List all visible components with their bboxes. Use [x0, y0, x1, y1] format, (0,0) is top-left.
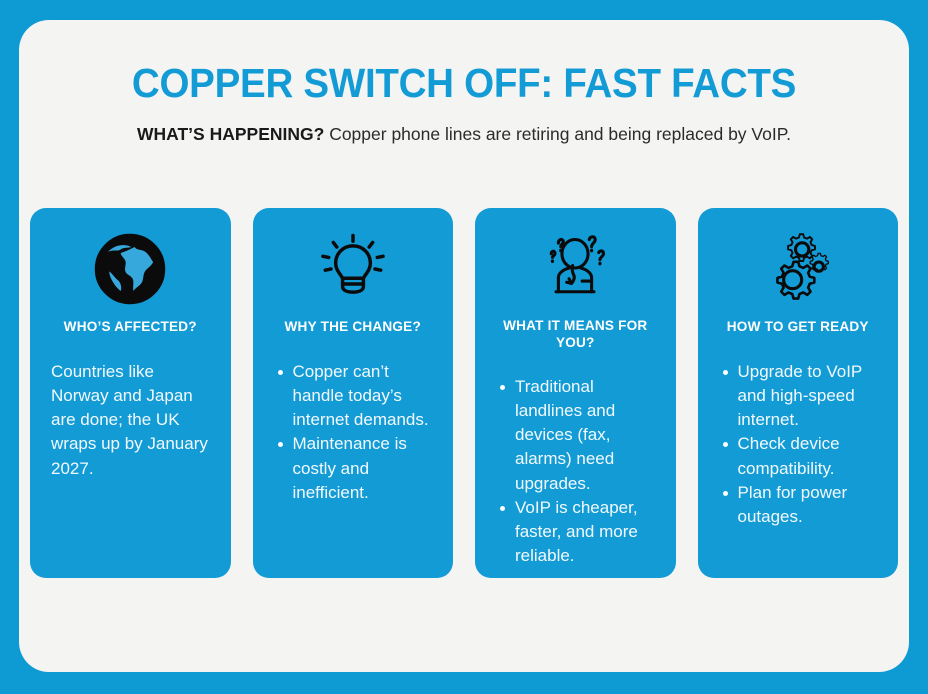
subtitle: WHAT’S HAPPENING? Copper phone lines are… — [19, 105, 909, 146]
list-item: Plan for power outages. — [722, 481, 883, 529]
infographic-panel: COPPER SWITCH OFF: FAST FACTS WHAT’S HAP… — [19, 20, 909, 672]
confused-person-icon — [537, 226, 613, 311]
card-body: Countries like Norway and Japan are done… — [46, 360, 215, 481]
fact-card-why-change: WHY THE CHANGE? Copper can’t handle toda… — [252, 208, 453, 578]
gears-icon — [760, 226, 836, 312]
card-bullet-list: Upgrade to VoIP and high-speed internet.… — [714, 360, 883, 529]
lightbulb-icon — [316, 226, 390, 312]
list-item: Copper can’t handle today’s internet dem… — [277, 360, 438, 432]
fact-card-list: WHO’S AFFECTED? Countries like Norway an… — [30, 208, 898, 578]
card-heading: WHO’S AFFECTED? — [63, 319, 197, 334]
card-bullet-list: Copper can’t handle today’s internet dem… — [269, 360, 438, 505]
fact-card-how-to-get-ready: HOW TO GET READY Upgrade to VoIP and hig… — [697, 208, 898, 578]
list-item: Maintenance is costly and inefficient. — [277, 432, 438, 504]
card-heading: WHAT IT MEANS FOR YOU? — [503, 317, 648, 351]
card-heading: WHY THE CHANGE? — [284, 319, 421, 334]
fact-card-who-affected: WHO’S AFFECTED? Countries like Norway an… — [30, 208, 231, 578]
globe-icon — [93, 226, 167, 312]
card-bullet-list: Traditional landlines and devices (fax, … — [491, 375, 660, 568]
card-body: Upgrade to VoIP and high-speed internet.… — [714, 360, 883, 529]
card-paragraph: Countries like Norway and Japan are done… — [51, 362, 208, 478]
fact-card-what-it-means: WHAT IT MEANS FOR YOU? Traditional landl… — [475, 208, 676, 578]
list-item: VoIP is cheaper, faster, and more reliab… — [500, 496, 660, 568]
list-item: Upgrade to VoIP and high-speed internet. — [722, 360, 883, 432]
card-body: Copper can’t handle today’s internet dem… — [269, 360, 438, 505]
list-item: Check device compatibility. — [722, 432, 883, 480]
subtitle-rest: Copper phone lines are retiring and bein… — [324, 124, 791, 145]
subtitle-lead: WHAT’S HAPPENING? — [137, 124, 325, 145]
card-heading: HOW TO GET READY — [726, 319, 869, 334]
page-title: COPPER SWITCH OFF: FAST FACTS — [131, 60, 797, 106]
list-item: Traditional landlines and devices (fax, … — [500, 375, 660, 496]
card-body: Traditional landlines and devices (fax, … — [491, 375, 660, 568]
